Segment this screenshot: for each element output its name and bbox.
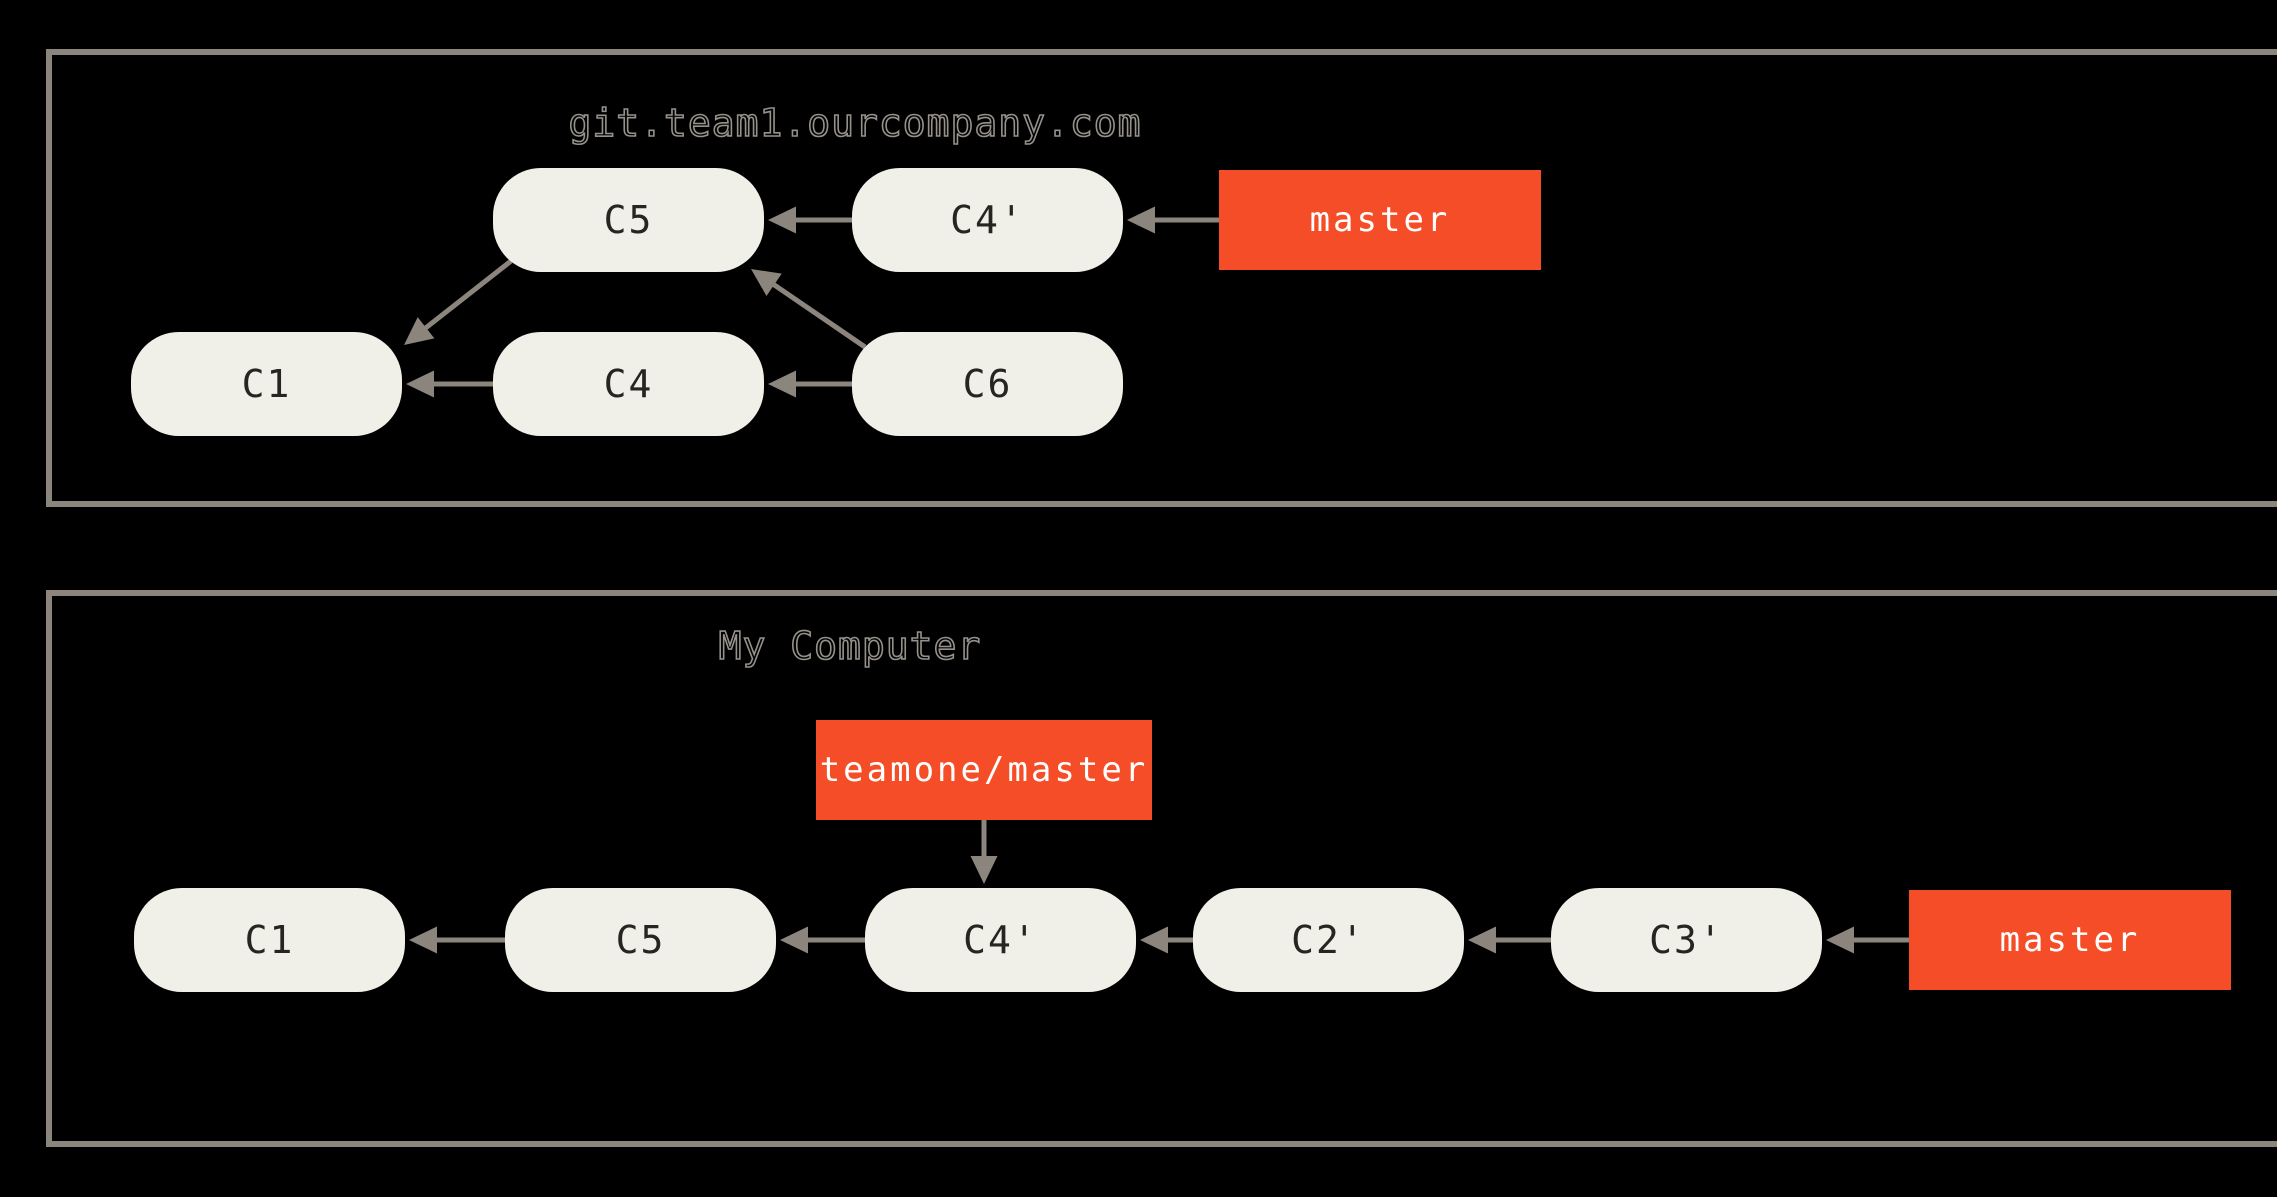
commit-node-local-c1: C1	[134, 888, 405, 992]
commit-node-remote-c5: C5	[493, 168, 764, 272]
commit-node-local-c2-prime: C2'	[1193, 888, 1464, 992]
commit-node-remote-c4-prime: C4'	[852, 168, 1123, 272]
commit-node-local-c4-prime: C4'	[865, 888, 1136, 992]
panel-remote-repository	[46, 49, 2277, 507]
branch-label-remote-master: master	[1219, 170, 1541, 270]
commit-node-local-c3-prime: C3'	[1551, 888, 1822, 992]
commit-node-remote-c6: C6	[852, 332, 1123, 436]
commit-node-remote-c4: C4	[493, 332, 764, 436]
branch-label-local-master: master	[1909, 890, 2231, 990]
panel-local-repository	[46, 590, 2277, 1147]
branch-label-local-teamone-master: teamone/master	[816, 720, 1152, 820]
commit-node-remote-c1: C1	[131, 332, 402, 436]
commit-node-local-c5: C5	[505, 888, 776, 992]
